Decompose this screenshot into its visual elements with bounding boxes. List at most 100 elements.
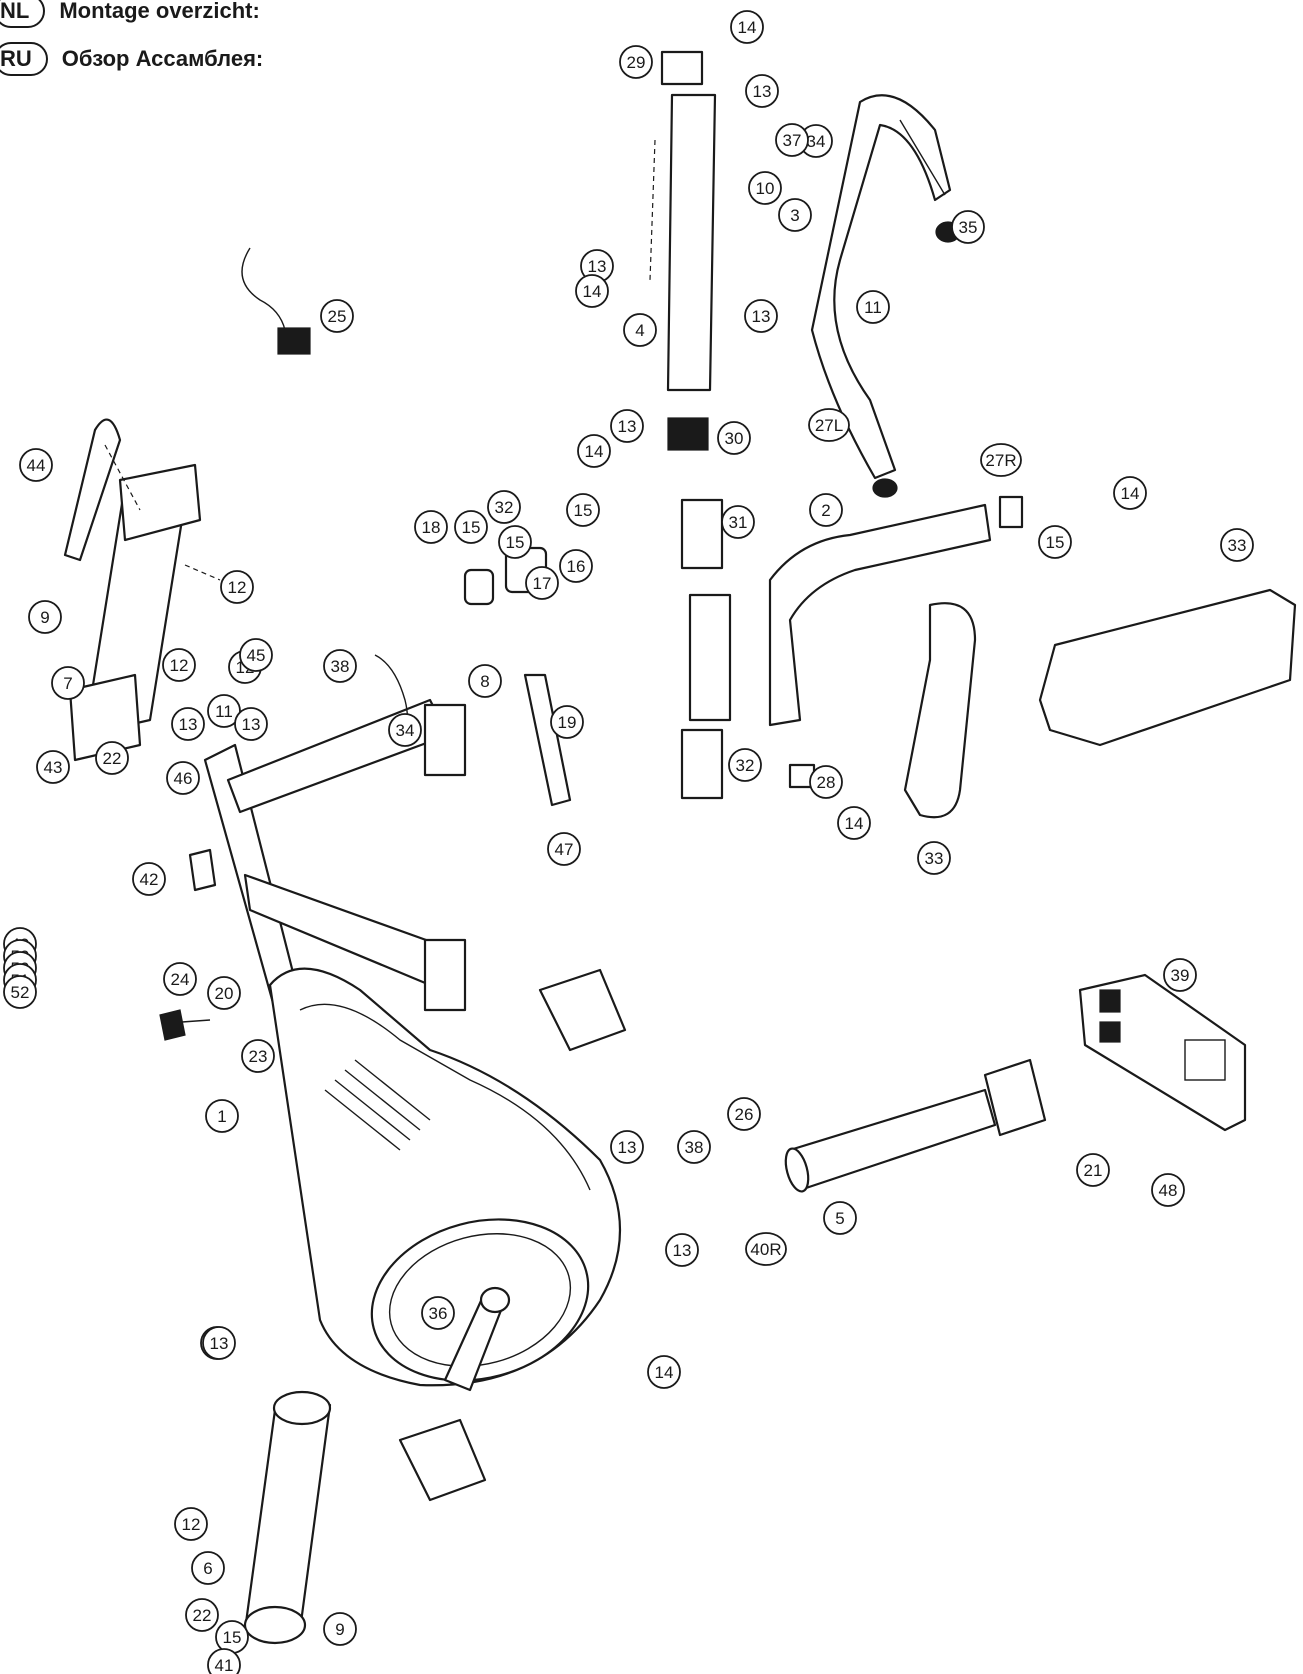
callout-13: 13: [610, 409, 644, 443]
callout-number: 13: [752, 307, 771, 326]
console-44: [1078, 973, 1247, 1132]
callout-number: 17: [533, 574, 552, 593]
callout-circle: [917, 841, 951, 875]
slider-bushing-34-top: [680, 498, 724, 570]
callout-14: 14: [1113, 476, 1147, 510]
callout-circle: [220, 570, 254, 604]
callout-number: 14: [583, 282, 602, 301]
callout-24: 24: [163, 962, 197, 996]
callout-41: 41: [207, 1648, 241, 1674]
callout-25: 25: [320, 299, 354, 333]
callout-circle: [575, 274, 609, 308]
callout-26: 26: [727, 1097, 761, 1131]
callout-circle: [550, 705, 584, 739]
callout-19: 19: [550, 705, 584, 739]
callout-number: 6: [203, 1559, 212, 1578]
seat-post-cap-33-bottom: [667, 417, 709, 451]
handlebar-grip-upper: [899, 119, 946, 196]
console-screen: [1184, 1039, 1226, 1081]
callout-12: 12: [174, 1507, 208, 1541]
callout-circle: [728, 748, 762, 782]
callout-number: 33: [925, 849, 944, 868]
callout-14: 14: [577, 434, 611, 468]
callout-39: 39: [1163, 958, 1197, 992]
callout-number: 14: [738, 18, 757, 37]
callout-circle: [163, 962, 197, 996]
console-post-bracket: [983, 1058, 1047, 1137]
callout-circle: [28, 600, 62, 634]
callout-circle: [809, 765, 843, 799]
language-badge-ru: RU: [0, 42, 48, 76]
callout-number: 8: [480, 672, 489, 691]
header-row-nl: NL Montage overzicht:: [0, 0, 260, 28]
seat-cushion-37: [1038, 588, 1297, 747]
callout-circle: [468, 664, 502, 698]
callout-number: 15: [506, 533, 525, 552]
callout-circle: [566, 493, 600, 527]
rear-stabilizer-top: [272, 1390, 332, 1426]
callout-number: 42: [140, 870, 159, 889]
callout-number: 45: [247, 646, 266, 665]
callout-22: 22: [95, 741, 129, 775]
callout-6: 6: [191, 1551, 225, 1585]
callout-number: 13: [242, 715, 261, 734]
callout-number: 43: [44, 758, 63, 777]
callout-circle: [559, 549, 593, 583]
callout-number: 15: [462, 518, 481, 537]
callout-34: 34: [799, 124, 833, 158]
callout-number: 52: [11, 983, 30, 1002]
callout-number: 37: [783, 131, 802, 150]
callout-number: 15: [574, 501, 593, 520]
bike-parts: [63, 50, 1297, 1645]
callout-circle: [730, 10, 764, 44]
callout-circle: [207, 694, 241, 728]
callout-circle: [647, 1355, 681, 1389]
callout-number: 10: [756, 179, 775, 198]
tension-cylinder-18: [463, 568, 495, 606]
callout-circle: [823, 1201, 857, 1235]
callout-38: 38: [677, 1130, 711, 1164]
callout-number: 12: [182, 1515, 201, 1534]
crank-hub: [479, 1286, 511, 1314]
callout-number: 1: [217, 1107, 226, 1126]
callout-27R: 27R: [980, 443, 1022, 477]
console-post-end: [784, 1147, 810, 1193]
callout-circle: [837, 806, 871, 840]
callout-circle: [778, 198, 812, 232]
callout-16: 16: [559, 549, 593, 583]
callout-number: 27R: [985, 451, 1016, 470]
callout-number: 5: [835, 1209, 844, 1228]
seat-post-4: [666, 93, 717, 392]
callout-38: 38: [323, 649, 357, 683]
callout-number: 30: [725, 429, 744, 448]
frame-body-inner: [299, 1003, 591, 1191]
callout-circle: [487, 490, 521, 524]
callout-number: 13: [673, 1241, 692, 1260]
callout-number: 26: [735, 1105, 754, 1124]
callout-number: 18: [422, 518, 441, 537]
callout-circle: [856, 290, 890, 324]
callout-32: 32: [728, 748, 762, 782]
callout-33: 33: [1220, 528, 1254, 562]
callout-14: 14: [647, 1355, 681, 1389]
callout-21: 21: [1076, 1153, 1110, 1187]
callout-number: 38: [331, 657, 350, 676]
callout-29: 29: [619, 45, 653, 79]
callout-number: 16: [567, 557, 586, 576]
callout-9: 9: [28, 600, 62, 634]
callout-30: 30: [717, 421, 751, 455]
callout-number: 29: [627, 53, 646, 72]
callout-20: 20: [207, 976, 241, 1010]
callout-2: 2: [809, 493, 843, 527]
callout-14: 14: [575, 274, 609, 308]
callout-37: 37: [775, 123, 809, 157]
console-display-right: [1099, 1021, 1121, 1043]
callout-44: 44: [19, 448, 53, 482]
callout-13: 13: [202, 1326, 236, 1360]
callout-circle: [577, 434, 611, 468]
callout-circle: [1038, 525, 1072, 559]
rear-end-cap-25: [243, 1605, 307, 1645]
end-cap-lower: [872, 478, 898, 498]
callout-number: 23: [249, 1047, 268, 1066]
